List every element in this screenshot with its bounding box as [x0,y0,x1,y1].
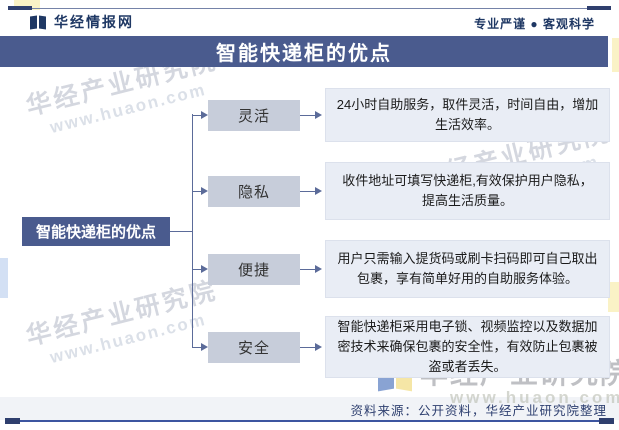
footer-strip [0,397,619,420]
feature-node: 便捷 [208,254,300,285]
watermark-fragment [14,0,40,10]
root-connector-line [170,231,193,232]
feature-description-box: 24小时自助服务，取件灵活，时间自由，增加生活效率。 [325,88,610,142]
bottom-rule-right-cap [599,418,614,424]
connector-line [192,269,201,270]
arrow-right-icon [201,187,208,195]
feature-description: 智能快递柜采用电子锁、视频监控以及数据加密技术来确保包裹的安全性，有效防止包裹被… [337,319,598,374]
connector-line [192,191,201,192]
arrow-right-icon [315,187,322,195]
watermark-diagonal: 华经产业研究院 www.huaon.com [23,276,221,368]
feature-description: 收件地址可填写快递柜,有效保护用户隐私，提高生活质量。 [342,173,593,208]
brand-name: 华经情报网 [54,14,134,30]
feature-label: 安全 [237,340,270,357]
watermark-fragment [608,282,619,312]
feature-description: 24小时自助服务，取件灵活，时间自由，增加生活效率。 [336,97,599,132]
connector-line [300,191,315,192]
feature-label: 灵活 [237,108,270,125]
source-note: 资料来源：公开资料，华经产业研究院整理 [350,404,607,418]
top-rule-right-cap [587,6,611,10]
feature-description-box: 用户只需输入提货码或刷卡扫码即可自己取出包裹，享有简单好用的自助服务体验。 [325,240,610,298]
feature-description-box: 收件地址可填写快递柜,有效保护用户隐私，提高生活质量。 [325,162,610,220]
watermark-fragment [0,258,8,298]
slogan-text: 专业严谨 ● 客观科学 [474,17,595,31]
bottom-rule-left-cap [5,418,20,424]
bottom-rule [8,420,611,422]
arrow-right-icon [201,111,208,119]
connector-line [300,269,315,270]
feature-node: 隐私 [208,176,300,207]
feature-node: 安全 [208,332,300,363]
feature-label: 便捷 [237,262,270,279]
page-title: 智能快递柜的优点 [216,43,392,65]
watermark-fragment [612,38,619,72]
connector-line [192,115,201,116]
book-logo-icon [30,15,48,30]
root-node-label: 智能快递柜的优点 [35,224,156,241]
arrow-right-icon [201,343,208,351]
feature-description: 用户只需输入提货码或刷卡扫码即可自己取出包裹，享有简单好用的自助服务体验。 [337,251,598,286]
arrow-right-icon [315,265,322,273]
vertical-connector-line [192,114,193,348]
connector-line [300,115,315,116]
brand: 华经情报网 [30,12,134,32]
top-rule [8,8,611,9]
feature-node: 灵活 [208,100,300,131]
arrow-right-icon [315,343,322,351]
title-bar: 智能快递柜的优点 [0,36,608,67]
arrow-right-icon [201,265,208,273]
feature-description-box: 智能快递柜采用电子锁、视频监控以及数据加密技术来确保包裹的安全性，有效防止包裹被… [325,316,610,378]
arrow-right-icon [315,111,322,119]
root-node: 智能快递柜的优点 [22,217,170,246]
connector-line [300,347,315,348]
top-rule-left-cap [8,6,32,10]
connector-line [192,347,201,348]
watermark-url: www.huaon.com [450,388,619,407]
feature-label: 隐私 [237,184,270,201]
